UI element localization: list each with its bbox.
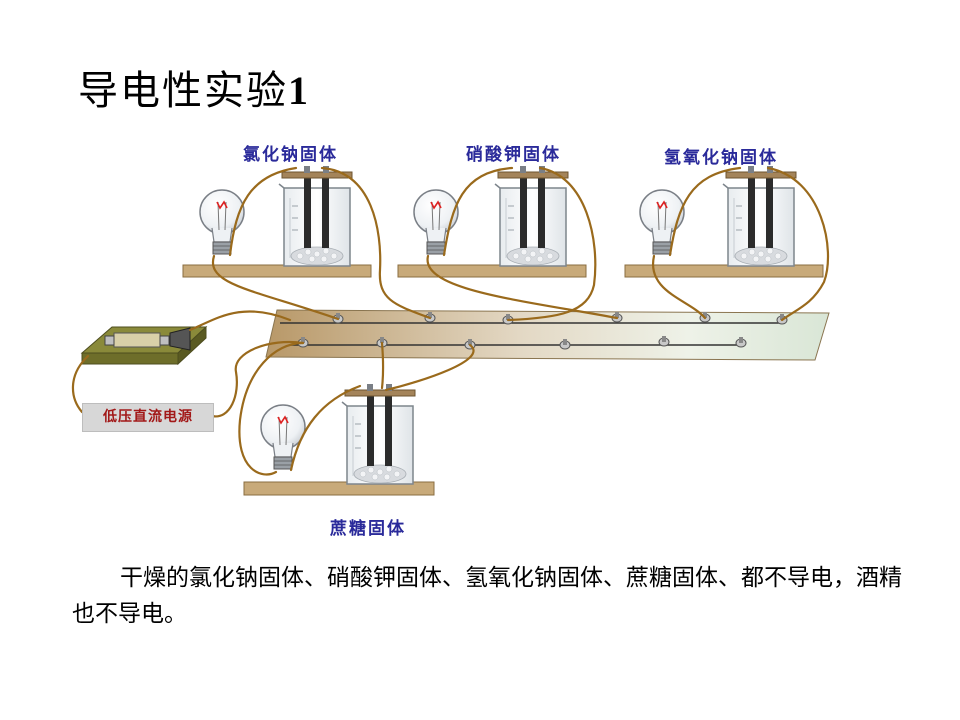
kno3-station — [397, 165, 587, 278]
body-paragraph: 干燥的氯化钠固体、硝酸钾固体、氢氧化钠固体、蔗糖固体、都不导电，酒精也不导电。 — [72, 565, 902, 627]
label-nacl: 氯化钠固体 — [243, 145, 338, 165]
label-kno3: 硝酸钾固体 — [466, 145, 561, 165]
label-naoh: 氢氧化钠固体 — [664, 148, 778, 168]
label-power-supply: 低压直流电源 — [82, 403, 214, 432]
sucrose-station — [243, 383, 435, 496]
power-supply — [80, 325, 208, 366]
naoh-station — [624, 165, 824, 278]
terminal-board — [265, 309, 830, 361]
label-sucrose: 蔗糖固体 — [330, 519, 406, 539]
nacl-station — [182, 165, 372, 278]
page-title: 导电性实验1 — [78, 68, 310, 114]
wires — [71, 166, 830, 476]
